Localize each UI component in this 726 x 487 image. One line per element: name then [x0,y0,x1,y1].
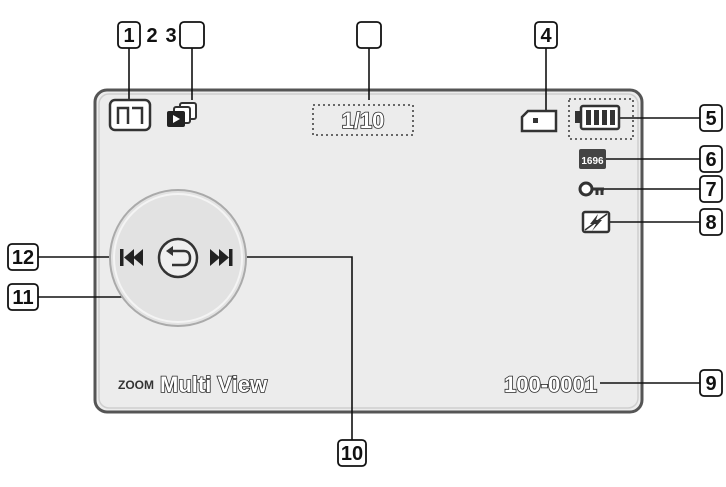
callout-10: 10 [337,439,367,467]
svg-text:6: 6 [705,149,716,171]
next-icon[interactable] [210,249,233,266]
svg-text:11: 11 [12,287,33,309]
svg-text:1: 1 [123,25,134,47]
svg-text:10: 10 [341,443,363,465]
callout-6: 6 [699,145,723,173]
return-icon[interactable] [157,237,199,279]
image-counter: 1/10 [342,108,385,133]
album-icon[interactable] [108,98,152,132]
flash-off-icon [581,210,611,234]
callout-11: 11 [7,283,39,311]
multi-view-button[interactable]: Multi View [159,371,269,398]
callout-3: 3 [165,25,176,47]
callout-8: 8 [699,208,723,236]
protect-key-icon [578,181,604,197]
svg-text:7: 7 [705,179,716,201]
counter-highlight [312,104,414,136]
callout-blank-a [179,21,205,49]
leader-lines [38,48,700,440]
previous-icon[interactable] [120,249,143,266]
svg-text:9: 9 [705,373,716,395]
zoom-label: ZOOM [118,378,154,392]
callout-5: 5 [699,104,723,132]
file-number: 100-0001 [504,372,597,397]
callout-7: 7 [699,175,723,203]
photo-resolution-icon: 1696 [579,149,606,169]
svg-text:1696: 1696 [581,156,604,167]
svg-text:12: 12 [12,247,34,269]
slideshow-icon[interactable] [167,102,197,127]
memory-card-icon [520,109,558,133]
svg-text:4: 4 [540,25,552,47]
callout-1: 1 [117,21,141,49]
callout-4: 4 [534,21,558,49]
svg-text:5: 5 [705,108,716,130]
battery-highlight [568,98,634,140]
svg-text:8: 8 [705,212,716,234]
callout-9: 9 [699,369,723,397]
callout-blank-b [356,21,382,49]
callout-12: 12 [7,243,39,271]
battery-icon [575,104,621,131]
callout-2: 2 [146,25,157,47]
